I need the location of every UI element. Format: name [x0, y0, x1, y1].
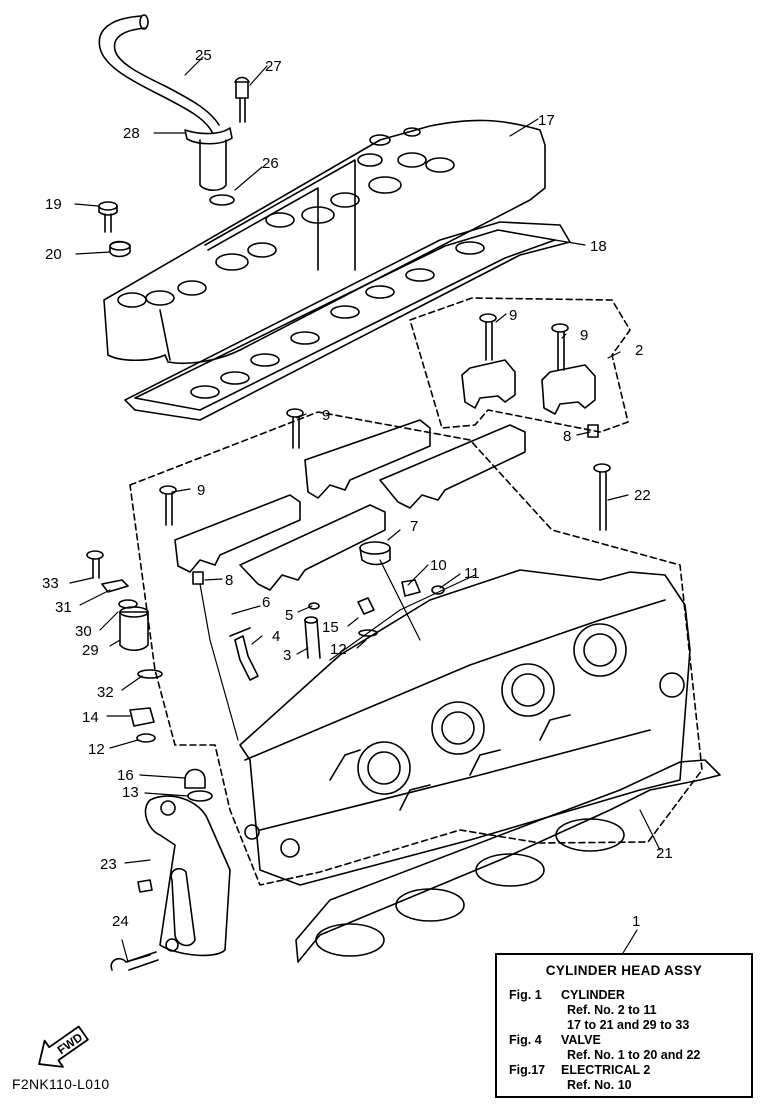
callout-10: 10 [430, 557, 447, 574]
callout-12-b: 12 [88, 741, 105, 758]
legend-entry-fig1: Fig. 1 CYLINDER Ref. No. 2 to 11 17 to 21… [509, 988, 751, 1033]
camshaft-cap-small-drawing [461, 313, 599, 438]
callout-11: 11 [464, 565, 480, 582]
legend-title: CYLINDER HEAD ASSY [545, 963, 703, 978]
callout-12-a: 12 [330, 641, 347, 658]
legend-fig-name: CYLINDER [561, 988, 625, 1002]
legend-box: CYLINDER HEAD ASSY Fig. 1 CYLINDER Ref. N… [495, 953, 753, 1098]
callout-24: 24 [112, 913, 129, 930]
head-gasket-drawing [295, 759, 721, 963]
callout-32: 32 [97, 684, 114, 701]
callout-8-b: 8 [225, 572, 233, 589]
drawing-code: F2NK110-L010 [12, 1076, 110, 1092]
legend-ref: 17 to 21 and 29 to 33 [567, 1018, 690, 1032]
callout-9-b: 9 [580, 327, 588, 344]
callout-3: 3 [283, 647, 291, 664]
callout-33: 33 [42, 575, 59, 592]
legend-ref: Ref. No. 2 to 11 [567, 1003, 657, 1017]
callout-9-d: 9 [197, 482, 205, 499]
callout-26: 26 [262, 155, 279, 172]
callout-21: 21 [656, 845, 673, 862]
valve-cover-drawing [103, 119, 546, 365]
callout-9-c: 9 [322, 407, 330, 424]
callout-9-a: 9 [509, 307, 517, 324]
callout-25: 25 [195, 47, 212, 64]
callout-15: 15 [322, 619, 339, 636]
callout-18: 18 [590, 238, 607, 255]
callout-16: 16 [117, 767, 134, 784]
plug-seal-drawing [359, 541, 391, 566]
fwd-arrow: FWD [38, 1025, 89, 1068]
callout-31: 31 [55, 599, 72, 616]
callout-5: 5 [285, 607, 293, 624]
leader-lines [69, 56, 661, 963]
callout-27: 27 [265, 58, 282, 75]
bracket-drawing [110, 795, 231, 971]
legend-fig: Fig. 4 [509, 1033, 542, 1047]
legend-fig-name: ELECTRICAL 2 [561, 1063, 651, 1077]
callout-4: 4 [272, 628, 280, 645]
legend-fig-name: VALVE [561, 1033, 601, 1047]
legend-ref: Ref. No. 10 [567, 1078, 632, 1092]
callout-7: 7 [410, 518, 418, 535]
cover-bolt-drawing [98, 201, 131, 258]
cap-group-outline [409, 297, 631, 433]
callout-22: 22 [634, 487, 651, 504]
callout-17: 17 [538, 112, 555, 129]
breather-hose-drawing [98, 14, 250, 206]
legend-entry-fig4: Fig. 4 VALVE Ref. No. 1 to 20 and 22 [509, 1033, 751, 1063]
callout-14: 14 [82, 709, 99, 726]
callout-19: 19 [45, 196, 62, 213]
cover-gasket-drawing [124, 221, 571, 421]
callout-6: 6 [262, 594, 270, 611]
cylinder-head-drawing [239, 569, 691, 886]
callout-28: 28 [123, 125, 140, 142]
head-group-outline [129, 411, 703, 886]
legend-fig: Fig. 1 [509, 988, 542, 1002]
callout-13: 13 [122, 784, 139, 801]
callout-numbers: 25 27 28 17 26 19 20 18 9 2 9 8 9 9 22 7… [42, 47, 673, 930]
callout-2: 2 [635, 342, 643, 359]
callout-30: 30 [75, 623, 92, 640]
callout-1: 1 [632, 913, 640, 930]
callout-23: 23 [100, 856, 117, 873]
camshaft-cap-large-drawing [159, 408, 611, 591]
callout-29: 29 [82, 642, 99, 659]
legend-fig: Fig.17 [509, 1063, 546, 1077]
legend-entry-fig17: Fig.17 ELECTRICAL 2 Ref. No. 10 [509, 1063, 751, 1093]
legend-ref: Ref. No. 1 to 20 and 22 [567, 1048, 701, 1062]
callout-8-a: 8 [563, 428, 571, 445]
callout-20: 20 [45, 246, 62, 263]
